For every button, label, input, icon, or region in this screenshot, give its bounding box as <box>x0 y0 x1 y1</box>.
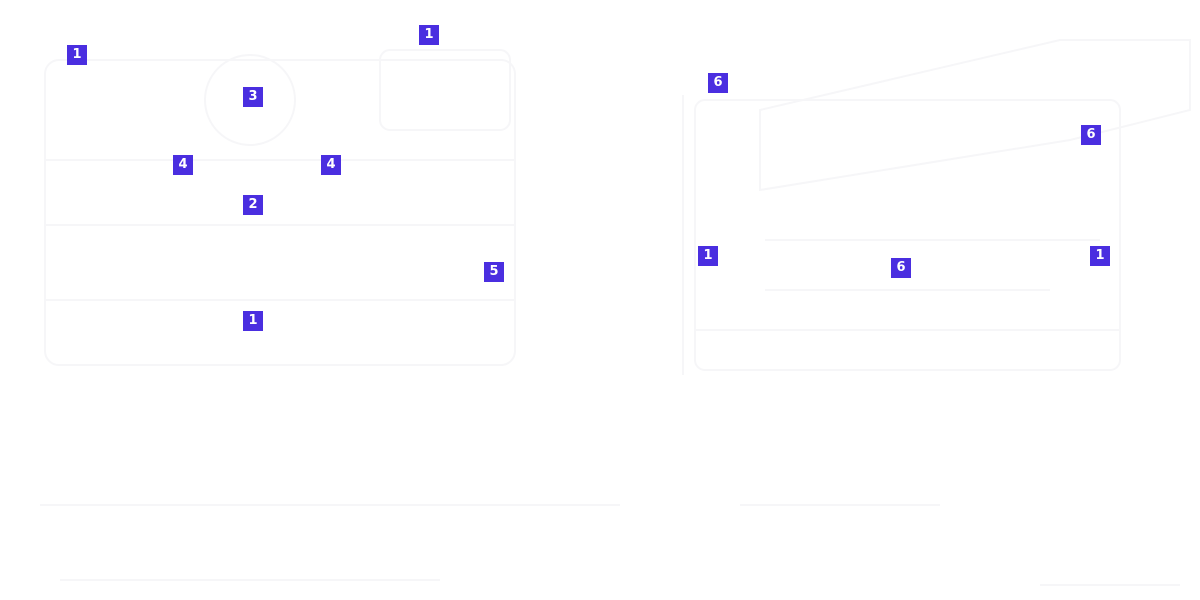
callout-marker: 5 <box>484 262 504 282</box>
callout-marker: 1 <box>67 45 87 65</box>
callout-marker: 1 <box>698 246 718 266</box>
callout-marker: 2 <box>243 195 263 215</box>
callout-marker: 6 <box>1081 125 1101 145</box>
callout-marker: 6 <box>708 73 728 93</box>
callout-marker: 1 <box>419 25 439 45</box>
callout-marker: 1 <box>1090 246 1110 266</box>
callout-marker: 4 <box>321 155 341 175</box>
right-product-drawing <box>682 39 1191 375</box>
left-product-drawing <box>44 49 516 366</box>
callout-marker: 1 <box>243 311 263 331</box>
callout-marker: 6 <box>891 258 911 278</box>
faint-bottom-lines <box>40 504 1180 586</box>
callout-marker: 4 <box>173 155 193 175</box>
callout-marker: 3 <box>243 87 263 107</box>
